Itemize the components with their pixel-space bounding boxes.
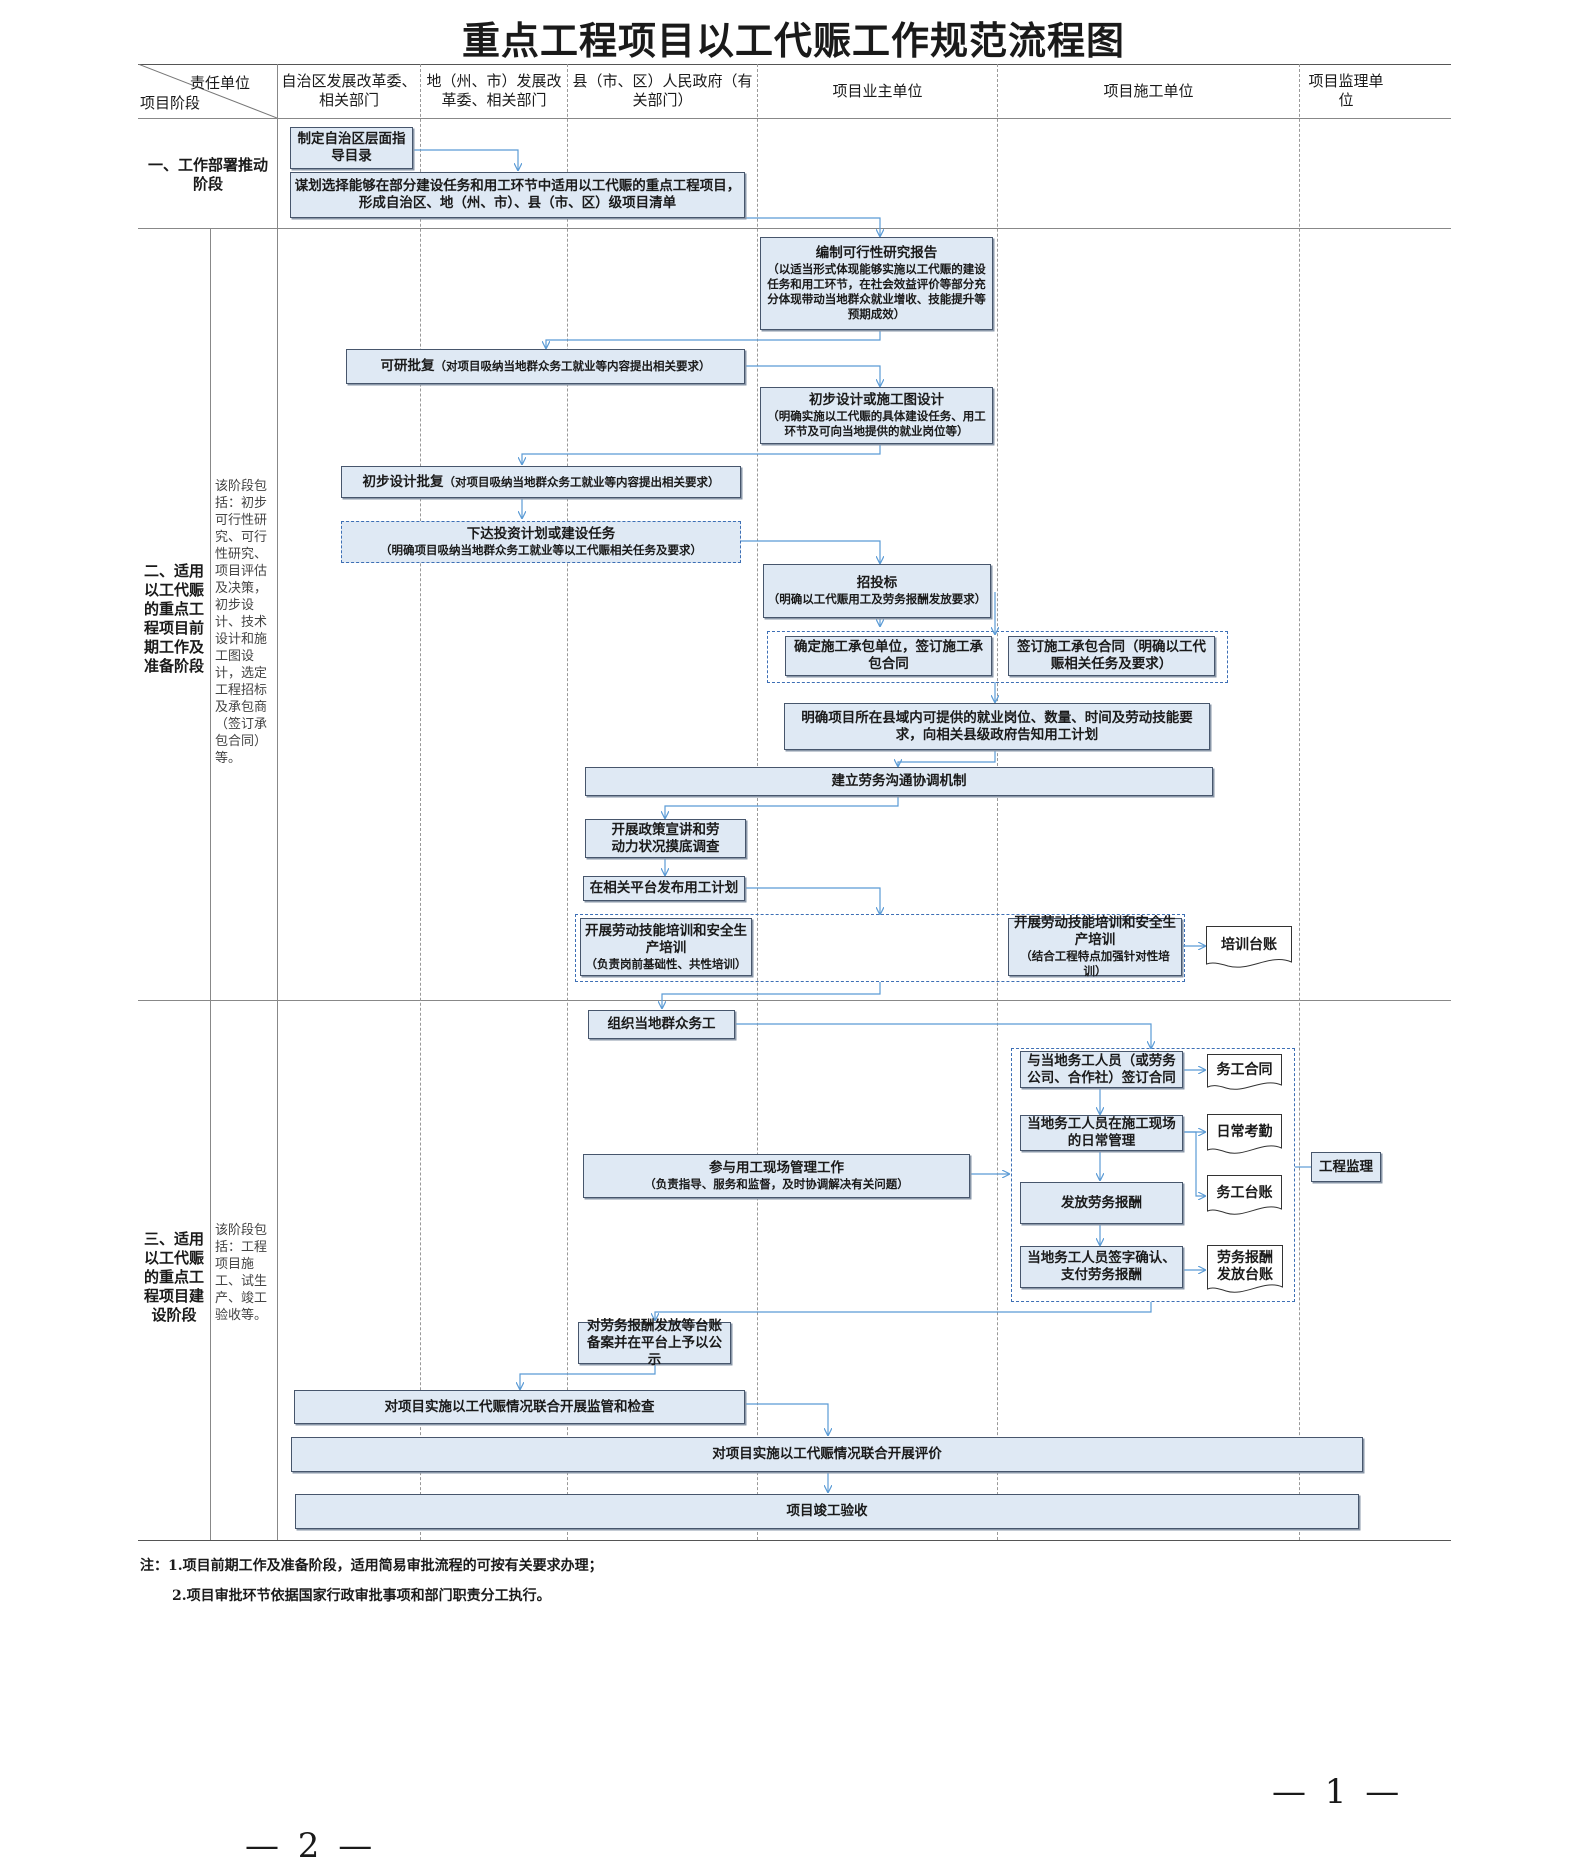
flow-step: 开展劳动技能培训和安全生产培训 （结合工程特点加强针对性培训） [1008,915,1182,978]
flow-step: 在相关平台发布用工计划 [583,876,745,901]
flow-step: 谋划选择能够在部分建设任务和用工环节中适用以工代赈的重点工程项目，形成自治区、地… [290,172,745,218]
document-ledger: 培训台账 [1206,926,1292,970]
stage-column-border [277,64,278,1540]
flow-step: 工程监理 [1311,1152,1381,1182]
flow-step: 对劳务报酬发放等台账备案并在平台上予以公示 [578,1318,731,1368]
lane-divider [997,64,998,1540]
lane-divider [567,64,568,1540]
flow-step: 参与用工现场管理工作 （负责指导、服务和监督，及时协调解决有关问题） [583,1154,970,1198]
flow-step: 开展劳动技能培训和安全生产培训 （负责岗前基础性、共性培训） [580,918,752,976]
flow-step: 初步设计批复（对项目吸纳当地群众务工就业等内容提出相关要求） [341,466,741,498]
stage2-bottom-border [138,1000,1451,1001]
flow-step: 建立劳务沟通协调机制 [585,767,1213,796]
header-bottom-border [138,118,1451,119]
page-number: — 1 — [1272,1772,1404,1812]
page-title: 重点工程项目以工代赈工作规范流程图 [461,18,1125,63]
stage-label: 一、工作部署推动阶段 [147,156,268,193]
column-header: 自治区发展改革委、相关部门 [281,72,417,109]
flow-step: 招投标 （明确以工代赈用工及劳务报酬发放要求） [763,564,991,618]
document-ledger: 劳务报酬发放台账 [1207,1245,1283,1295]
footnote: 注：1.项目前期工作及准备阶段，适用简易审批流程的可按有关要求办理； [140,1558,603,1574]
flow-step: 明确项目所在县域内可提供的就业岗位、数量、时间及劳动技能要求，向相关县级政府告知… [784,703,1210,750]
lane-divider [420,64,421,1540]
column-header: 项目业主单位 [832,81,923,100]
flow-step: 制定自治区层面指导目录 [290,127,413,169]
stage1-bottom-border [138,228,1451,229]
flow-step: 签订施工承包合同（明确以工代赈相关任务及要求） [1008,636,1215,676]
flow-step: 当地务工人员在施工现场的日常管理 [1020,1115,1183,1151]
column-header: 县（市、区）人民政府（有关部门） [572,72,753,109]
flow-step: 发放劳务报酬 [1020,1182,1183,1224]
flow-step: 组织当地群众务工 [588,1010,735,1039]
header-corner-bottom: 项目阶段 [140,94,201,112]
column-header: 项目监理单位 [1308,72,1384,109]
flow-step: 初步设计或施工图设计 （明确实施以工代赈的具体建设任务、用工环节及可向当地提供的… [760,387,993,444]
flow-step: 对项目实施以工代赈情况联合开展监管和检查 [294,1390,745,1424]
footnote: 2.项目审批环节依据国家行政审批事项和部门职责分工执行。 [172,1588,551,1604]
lane-divider [1299,64,1300,1540]
flow-step: 开展政策宣讲和劳动力状况摸底调查 [585,819,746,858]
column-header: 地（州、市）发展改革委、相关部门 [426,72,562,109]
column-header: 项目施工单位 [1103,81,1194,100]
flow-step: 可研批复（对项目吸纳当地群众务工就业等内容提出相关要求） [346,349,745,384]
flow-step: 与当地务工人员（或劳务公司、合作社）签订合同 [1020,1051,1183,1088]
document-ledger: 日常考勤 [1207,1114,1282,1156]
flow-step: 对项目实施以工代赈情况联合开展评价 [291,1437,1363,1472]
lane-divider [757,64,758,1540]
flow-step: 当地务工人员签字确认、支付劳务报酬 [1020,1246,1183,1288]
table-bottom-border [138,1540,1451,1541]
note-column-border [210,228,211,1540]
stage-note: 该阶段包括：初步可行性研究、可行性研究、项目评估及决策，初步设计、技术设计和施工… [215,479,268,766]
stage-label: 三、适用以工代赈的重点工程项目建设阶段 [143,1230,204,1324]
stage-note: 该阶段包括：工程项目施工、试生产、竣工验收等。 [215,1223,268,1323]
table-top-border [138,64,1451,65]
flow-step: 确定施工承包单位，签订施工承包合同 [785,636,992,676]
header-diagonal [138,64,277,118]
flow-step: 编制可行性研究报告 （以适当形式体现能够实施以工代赈的建设任务和用工环节，在社会… [760,237,993,330]
header-corner-top: 责任单位 [190,74,251,92]
stage-label: 二、适用以工代赈的重点工程项目前期工作及准备阶段 [143,562,204,675]
flow-step: 项目竣工验收 [295,1494,1359,1529]
document-ledger: 务工台账 [1207,1175,1282,1217]
flow-step: 下达投资计划或建设任务 （明确项目吸纳当地群众务工就业等以工代赈相关任务及要求） [341,521,741,563]
document-ledger: 务工合同 [1207,1054,1282,1092]
page-number: — 2 — [245,1826,377,1866]
